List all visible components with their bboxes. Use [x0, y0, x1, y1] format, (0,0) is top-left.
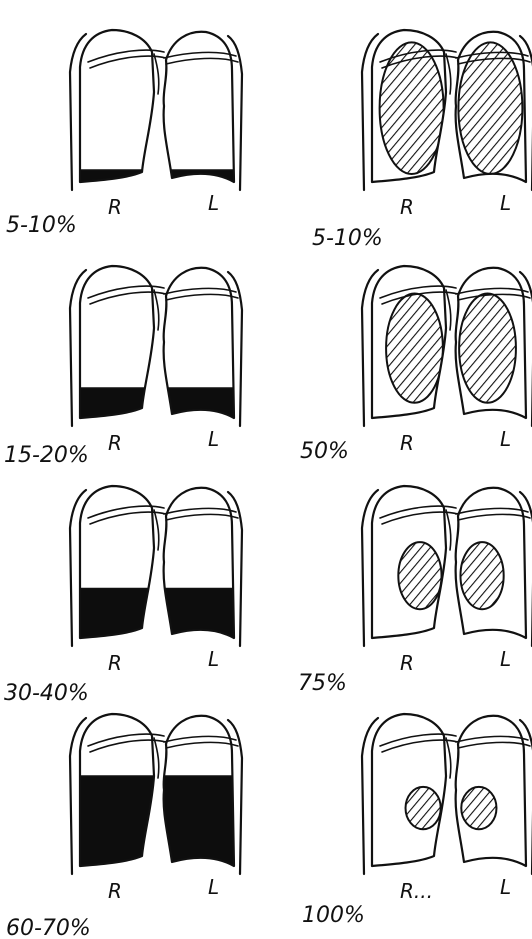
right-side-label: R [108, 431, 122, 455]
chest-wall-right [362, 490, 378, 646]
right-side-label: R [108, 651, 122, 675]
chest-wall-right [70, 34, 86, 190]
clavicle-left [458, 742, 530, 748]
clavicle-left [166, 514, 238, 520]
chest-wall-right [362, 718, 378, 874]
percent-label: 5-10% [6, 213, 77, 238]
left-side-label: L [208, 647, 219, 671]
chest-panel: R... L [362, 714, 532, 903]
chest-panel: RL [68, 30, 248, 219]
chest-wall-right [362, 34, 378, 190]
percent-label: 100% [302, 903, 365, 928]
percent-label: 15-20% [4, 443, 89, 468]
lung-field-right [386, 294, 443, 403]
clavicle-left [164, 288, 236, 294]
left-side-label: L [208, 427, 219, 451]
percent-label: 60-70% [6, 916, 91, 939]
left-side-label: L [500, 875, 511, 899]
left-side-label: L [500, 191, 511, 215]
right-side-label: R [400, 431, 414, 455]
clavicle-left [164, 736, 236, 742]
fluid-level [68, 589, 248, 649]
lung-field-right [380, 42, 444, 174]
right-side-label: R [400, 195, 414, 219]
lung-field-left [459, 294, 516, 403]
left-side-label: L [208, 191, 219, 215]
chest-wall-right [362, 270, 378, 426]
fluid-level [68, 388, 248, 428]
clavicle-left [456, 508, 528, 514]
clavicle-left [166, 742, 238, 748]
percent-label: 30-40% [4, 681, 89, 706]
right-side-label: R [108, 195, 122, 219]
clavicle-left [456, 736, 528, 742]
percent-label: 75% [298, 671, 347, 696]
lung-field-left [460, 542, 503, 609]
clavicle-left [166, 294, 238, 300]
percent-label: 5-10% [312, 226, 383, 251]
lung-left [456, 716, 526, 866]
right-side-label: R... [400, 879, 433, 903]
clavicle-left [458, 514, 530, 520]
left-side-label: L [208, 875, 219, 899]
right-side-label: R [400, 651, 414, 675]
right-side-label: R [108, 879, 122, 903]
clavicle-left [166, 58, 238, 64]
clavicle-left [164, 508, 236, 514]
lung-field-left [461, 787, 496, 829]
left-side-label: L [500, 427, 511, 451]
lung-left [164, 32, 234, 182]
percent-label: 50% [300, 439, 349, 464]
left-side-label: L [500, 647, 511, 671]
lung-field-right [406, 787, 441, 829]
lung-field-right [398, 542, 441, 609]
clavicle-left [164, 52, 236, 58]
